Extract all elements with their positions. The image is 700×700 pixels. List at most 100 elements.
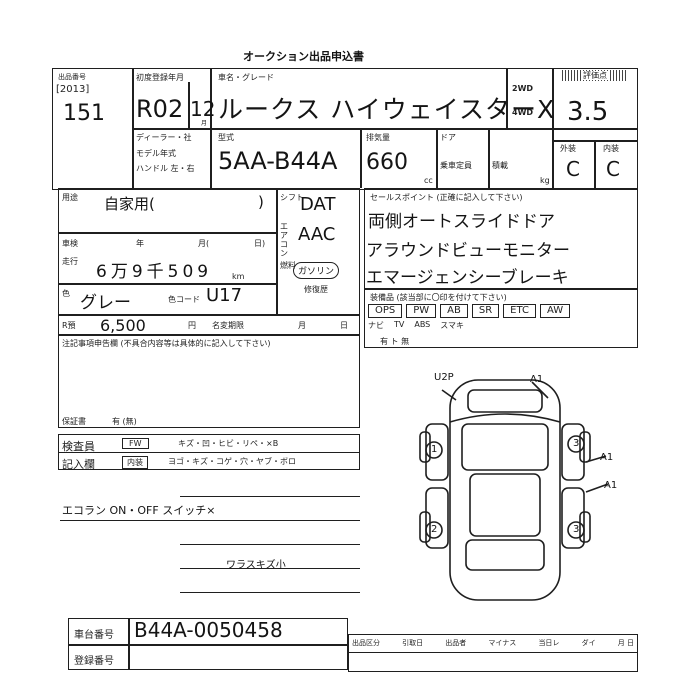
diagram-badge-left-top: 1 (431, 444, 438, 455)
color-code: U17 (206, 285, 243, 306)
right-front-wheel (579, 431, 591, 463)
diagram-label-side-bottom: A1 (604, 480, 618, 491)
roof (469, 473, 541, 537)
left-rear-door (425, 487, 449, 549)
aircon-label: エアコン (280, 222, 288, 258)
diagram-label-side-top: A1 (600, 452, 614, 463)
diagram-badge-left-bottom: 2 (431, 524, 438, 535)
first-reg-label: 初度登録年月 (136, 73, 184, 82)
aircon: AAC (298, 224, 336, 245)
color: グレー (80, 293, 131, 313)
fuel-label: 燃料 (280, 261, 296, 270)
bottom-box-label: 出品者 (445, 639, 467, 647)
diagram-badge-right-top: 3 (573, 438, 580, 449)
kg-unit: kg (540, 176, 550, 185)
inspection-entry-label: 記入欄 (62, 458, 95, 471)
divider (436, 128, 438, 188)
name-change-day: 日 (340, 321, 348, 330)
mileage: 6万9千509 (96, 262, 213, 282)
model-code: 5AA-B44A (218, 147, 338, 175)
chassis: B44A-0050458 (134, 618, 283, 642)
usage-label: 用途 (62, 193, 78, 202)
equipment-row: OPS PW AB SR ETC AW (368, 304, 634, 318)
exterior-grade: C (566, 157, 580, 181)
divider (68, 644, 348, 646)
shaken-month: 月( (198, 239, 210, 248)
rule-line (180, 496, 360, 497)
divider (594, 140, 596, 188)
side-bottom-arrow (585, 483, 609, 493)
divider (188, 82, 190, 130)
right-section-frame (364, 188, 638, 348)
sales-point-3: エマージェンシーブレーキ (366, 268, 569, 288)
notes-label: 注記事項申告欄 (不具合内容等は具体的に記入して下さい) (62, 339, 271, 348)
displacement: 660 (366, 150, 408, 175)
inspection-row2: ヨゴ・キズ・コゲ・穴・ヤブ・ボロ (168, 457, 296, 466)
recycle-label: R預 (62, 321, 76, 330)
registration-label: 有 ト 無 (380, 337, 410, 346)
diagram-badge-right-bottom: 3 (573, 524, 580, 535)
bottom-info-frame (348, 634, 638, 672)
sales-point-1: 両側オートスライドドア (368, 212, 555, 232)
handle-label: ハンドル 左・右 (136, 164, 195, 173)
score: 3.5 (567, 97, 609, 127)
model-year-label: モデル年式 (136, 149, 176, 158)
side-top-arrow (585, 455, 607, 463)
right-rear-wheel (579, 511, 591, 543)
front-right-arrow (531, 381, 549, 399)
accident-label: 修復歴 (304, 285, 328, 294)
equipment-label: 装備品 (該当部に〇印を付けて下さい) (370, 293, 507, 302)
handwritten-note: エコラン ON・OFF スイッチ× (62, 504, 216, 517)
diagram-label-front-right: A1 (530, 374, 544, 385)
mileage-label: 走行 (62, 257, 78, 266)
color-code-label: 色コード (168, 295, 200, 304)
divider (58, 452, 360, 453)
model-label: 型式 (218, 133, 234, 142)
shaken-label: 車検 (62, 239, 78, 248)
divider (58, 334, 360, 336)
sales-point-2: アラウンドビューモニター (366, 241, 570, 261)
right-rear-door (561, 487, 585, 549)
bottom-box-label: マイナス (488, 639, 517, 647)
comment-note: ワラスキズ小 (226, 560, 286, 571)
capacity-label: 乗車定員 (440, 161, 472, 170)
shaken-day: 日) (254, 239, 266, 248)
score-label: 評価点 (562, 70, 628, 81)
inspection-row2-tag: 内装 (122, 456, 148, 469)
inspection-row1-tag: FW (122, 438, 149, 449)
shift-label: シフト (280, 193, 304, 202)
equipment-item: ETC (503, 304, 536, 318)
name-change-label: 名変期限 (212, 321, 244, 330)
front-left-arrow (441, 389, 457, 401)
divider (58, 283, 276, 285)
divider (364, 288, 638, 290)
right-front-door (561, 423, 585, 481)
equipment-item: SR (471, 304, 500, 318)
bottom-box-label: 当日レ (538, 639, 560, 647)
left-section-frame (58, 188, 360, 428)
warranty-label: 保証書 (62, 417, 86, 426)
left-front-wheel (419, 431, 431, 463)
drive-4wd: 4WD (512, 108, 534, 117)
divider (506, 68, 508, 128)
interior-grade: C (606, 157, 620, 181)
hood-line (449, 413, 561, 423)
month-suffix: 月 (201, 120, 208, 127)
equipment-item: スマキ (440, 321, 465, 330)
equipment-item: PW (406, 304, 437, 318)
equipment-item: ナビ (368, 321, 384, 330)
maker-label: 登録番号 (74, 656, 114, 667)
load-label: 積載 (492, 161, 508, 170)
inspection-row1: キズ・凹・ヒビ・リペ・×B (178, 439, 279, 448)
name-change-mo: 月 (298, 321, 306, 330)
sales-points-label: セールスポイント (正確に記入して下さい) (370, 193, 523, 202)
bottom-box-label: ダイ (581, 639, 596, 647)
windshield (461, 423, 549, 471)
bottom-box-label: 月 日 (617, 639, 634, 647)
rule-line (180, 544, 360, 545)
rule-line (180, 592, 360, 593)
divider (348, 652, 638, 653)
equipment-item: TV (394, 320, 405, 329)
divider (58, 314, 360, 316)
inspector-label: 検査員 (62, 440, 95, 453)
